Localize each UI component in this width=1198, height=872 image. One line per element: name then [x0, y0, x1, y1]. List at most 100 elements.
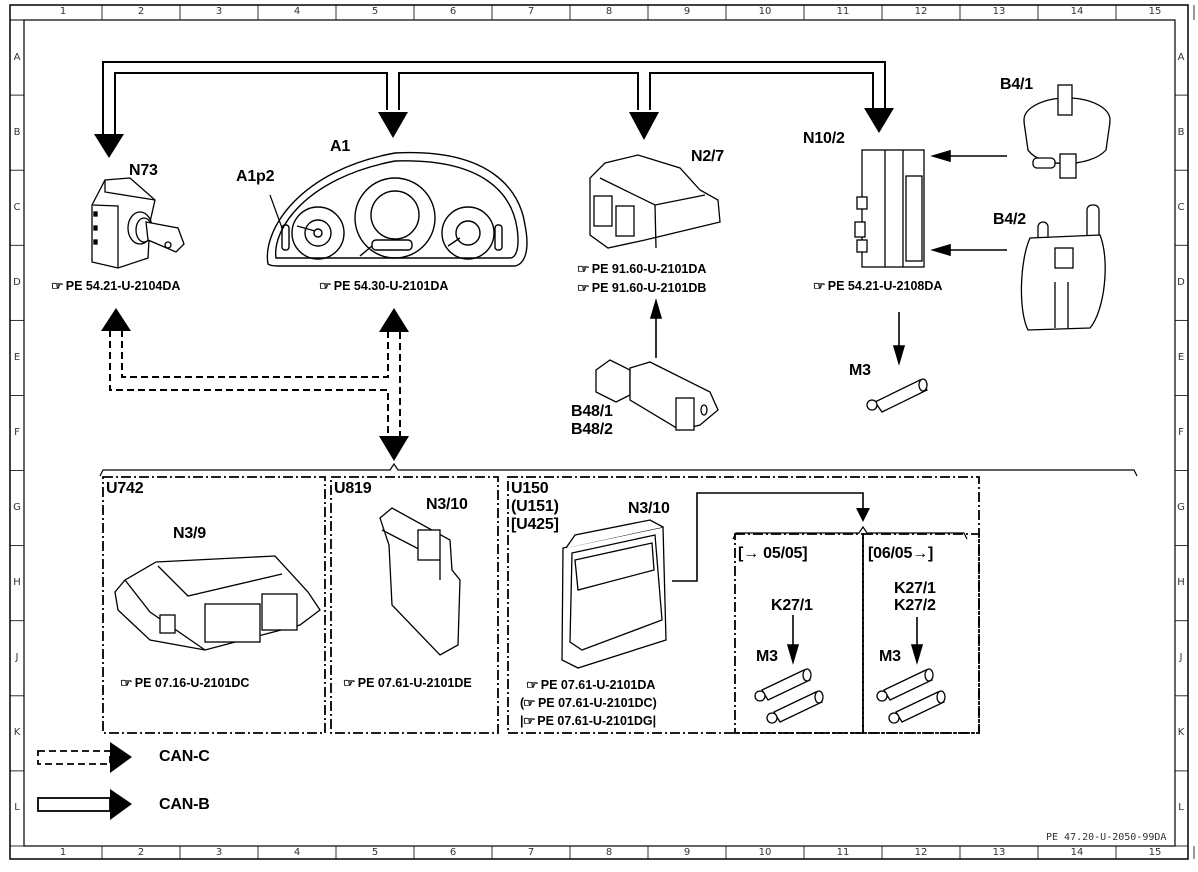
pointing-hand-icon: ☞: [576, 262, 590, 276]
signal-arrows: [649, 149, 1007, 665]
k27-1-label-a: K27/1: [771, 597, 813, 614]
b48-sensor-drawing: [595, 359, 719, 431]
b4-1-fuel-sensor-drawing: [1023, 84, 1111, 179]
grid-column-label: 10: [758, 847, 772, 858]
grid-column-label: 6: [449, 6, 457, 17]
a1-reference[interactable]: ☞PE 54.30-U-2101DA: [318, 279, 449, 293]
n10-2-label: N10/2: [803, 130, 845, 147]
can-b-arrow-n73: [94, 134, 124, 158]
n3-10-ecu-u819-drawing: [379, 507, 461, 656]
grid-column-label: 3: [215, 847, 223, 858]
arrow-k27-to-m3-b: [910, 644, 924, 665]
grid-column-label: 12: [914, 847, 928, 858]
box-u819: [330, 476, 499, 734]
n3-10-u150-reference-2[interactable]: (☞PE 07.61-U-2101DC): [520, 696, 657, 710]
n73-reference[interactable]: ☞PE 54.21-U-2104DA: [50, 279, 181, 293]
grid-column-label: 15: [1148, 6, 1162, 17]
b4-1-label: B4/1: [1000, 76, 1033, 93]
grid-column-label: 3: [215, 6, 223, 17]
can-c-arrow-a1: [379, 308, 409, 332]
pointing-hand-icon: ☞: [522, 714, 536, 728]
grid-row-label: H: [1177, 577, 1185, 589]
grid-column-label: 1: [59, 6, 67, 17]
grid-column-label: 12: [914, 6, 928, 17]
n2-7-label: N2/7: [691, 148, 724, 165]
can-c-arrow-n73: [101, 308, 131, 331]
m3-fuel-pump-drawing: [866, 378, 928, 413]
grid-row-label: K: [13, 727, 21, 739]
k27-brace: [732, 525, 968, 540]
m3-fuel-pump-pairs: [754, 668, 946, 724]
n3-9-ecu-drawing: [114, 555, 321, 651]
can-c-bus: [109, 330, 401, 436]
grid-row-label: D: [1177, 276, 1185, 288]
grid-column-label: 7: [527, 6, 535, 17]
b4-2-label: B4/2: [993, 211, 1026, 228]
n3-9-reference[interactable]: ☞PE 07.16-U-2101DC: [119, 676, 250, 690]
grid-column-label: 8: [605, 847, 613, 858]
n2-7-reference-1[interactable]: ☞PE 91.60-U-2101DA: [576, 262, 707, 276]
m3-motor-icon: [888, 690, 946, 724]
arrow-b4-2-to-n10-2: [930, 243, 951, 257]
can-b-arrowheads: [94, 108, 894, 158]
n3-10-u150-reference-1[interactable]: ☞PE 07.61-U-2101DA: [525, 678, 656, 692]
grid-column-label: 5: [371, 6, 379, 17]
n10-2-reference[interactable]: ☞PE 54.21-U-2108DA: [812, 279, 943, 293]
m3-label-b: M3: [879, 648, 901, 665]
grid-column-label: 13: [992, 847, 1006, 858]
a1-instrument-cluster-drawing: [266, 151, 528, 267]
grid-row-label: D: [13, 276, 21, 288]
grid-row-label: C: [13, 201, 21, 213]
n2-7-reference-2[interactable]: ☞PE 91.60-U-2101DB: [576, 281, 707, 295]
k27-1-label-b: K27/1: [894, 580, 936, 597]
legend-can-b-label: CAN-B: [159, 796, 210, 813]
grid-row-label: H: [13, 577, 21, 589]
period-from-0605-label: [06/05→]: [868, 545, 934, 562]
pointing-hand-icon: ☞: [342, 676, 356, 690]
grid-row-label: L: [14, 802, 20, 814]
can-b-arrow-a1: [378, 112, 408, 138]
n3-10-u150-reference-3[interactable]: |☞PE 07.61-U-2101DG|: [520, 714, 657, 728]
m3-label: M3: [849, 362, 871, 379]
sheet-frame: [9, 4, 1189, 860]
document-id: PE 47.20-U-2050-99DA: [1046, 832, 1167, 843]
legend-can-c-label: CAN-C: [159, 748, 210, 765]
u742-variant-label: U742: [106, 480, 144, 497]
grid-column-label: 2: [137, 6, 145, 17]
k27-2-label-b: K27/2: [894, 597, 936, 614]
n3-10-u819-label: N3/10: [426, 496, 468, 513]
u150-variant-label: U150: [511, 480, 549, 497]
m3-motor-icon: [766, 690, 824, 724]
grid-row-label: E: [13, 351, 21, 363]
arrow-b4-1-to-n10-2: [930, 149, 951, 163]
n73-label: N73: [129, 162, 158, 179]
arrow-n10-2-to-m3: [892, 345, 906, 366]
n2-7-airbag-control-unit-drawing: [589, 154, 721, 249]
b4-2-fuel-sensor-drawing: [1020, 204, 1106, 331]
grid-row-label: A: [13, 51, 21, 63]
box-u742: [102, 476, 326, 734]
can-c-arrow-ecu: [379, 436, 409, 461]
grid-column-label: 9: [683, 847, 691, 858]
period-upto-0505-label: [→ 05/05]: [738, 545, 808, 562]
grid-column-label: 6: [449, 847, 457, 858]
can-c-arrowheads: [101, 308, 409, 461]
legend-can-b-symbol: [37, 789, 132, 820]
n3-10-u819-reference[interactable]: ☞PE 07.61-U-2101DE: [342, 676, 472, 690]
can-b-arrow-n10-2: [864, 108, 894, 133]
u819-variant-label: U819: [334, 480, 372, 497]
grid-row-label: G: [1177, 502, 1185, 514]
grid-column-label: 11: [836, 6, 850, 17]
grid-row-label: B: [13, 126, 21, 138]
grid-row-label: J: [15, 652, 19, 664]
can-b-arrow-n2-7: [629, 112, 659, 140]
legend-can-c-symbol: [37, 742, 132, 773]
grid-column-label: 13: [992, 6, 1006, 17]
u151-variant-label: (U151): [511, 498, 559, 515]
pointing-hand-icon: ☞: [812, 279, 826, 293]
grid-row-dividers: [10, 94, 1188, 847]
grid-column-label: 11: [836, 847, 850, 858]
grid-column-label: 4: [293, 847, 301, 858]
grid-column-label: 1: [59, 847, 67, 858]
